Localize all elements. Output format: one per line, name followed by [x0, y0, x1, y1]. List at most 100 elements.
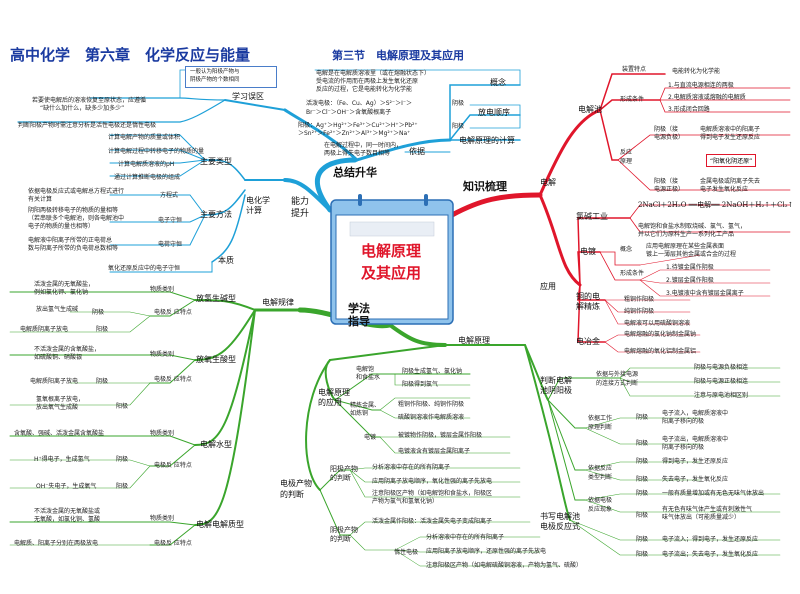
power-label-line2: 的连接方式判断: [596, 380, 639, 387]
law-group-2-kind-label: 物质类别: [150, 430, 175, 437]
brine-label-line2: 和食盐水: [356, 374, 381, 381]
calc-basis-title[interactable]: 电解原理的计算: [459, 136, 515, 145]
misconception-box: 一般认为阳极产物与 阴极产物的个数相同: [185, 66, 277, 88]
cathode-prod-line1: 阴极产物: [330, 526, 358, 534]
cathode-text-1: 电解质溶液中的阳离子: [700, 126, 761, 133]
change-anode-tag: 阳极: [636, 476, 649, 483]
reaction-label-line2: 原理: [620, 158, 633, 165]
method-electron-line3: 电子的物质的量也相等）: [28, 223, 95, 230]
law-label[interactable]: 电解规律: [262, 298, 294, 307]
cell-label[interactable]: 电解池: [578, 105, 602, 114]
title-block: 高中化学 第六章 化学反应与能量 第三节 电解原理及其应用: [10, 44, 470, 72]
anode-label-2: 电源正极）: [654, 186, 685, 193]
pheno-anode-1: 有无色有味气体产生或有刺激性气: [662, 506, 753, 513]
hub-method-line2: 指导: [348, 315, 370, 328]
concept-label[interactable]: 概念: [490, 78, 506, 87]
law-group-1-cathode: 电解质阳离子放电: [30, 378, 79, 385]
principle-app-label[interactable]: 电解原理 的应用: [318, 388, 350, 408]
inert-label: 惰性电极: [394, 549, 419, 556]
copper-label-line1: 铜的电: [576, 292, 600, 301]
law-group-1-feat: 电极反 应特点: [154, 376, 192, 383]
type-item-1: 计算电解过程中转移电子的物质的量: [108, 148, 205, 155]
plating-concept-2: 镀上一薄层其他金属或合金的过程: [646, 251, 737, 258]
ion-label-line2: 原理判断: [588, 424, 613, 431]
pheno-label-line1: 依据电极: [588, 497, 613, 504]
metallurgy-item-1: 电解熔融的氧化铝制金属铝: [624, 348, 697, 355]
plating-formation-1: 2.镀层金属作阳极: [666, 277, 714, 284]
principle-label[interactable]: 电解原理: [458, 336, 490, 345]
concept-line1: 电解是在电解质溶液里（或在熔融状态下）: [316, 70, 431, 77]
law-group-3-name[interactable]: 电解电解质型: [196, 520, 244, 529]
pheno-cathode: 一般有质量增加或有无色无味气体放出: [662, 490, 765, 497]
center-title-line1: 电解原理: [360, 242, 421, 260]
law-group-2-anode-tag: 阳极: [116, 483, 129, 490]
anode-text-2: 电子发生氧化反应: [700, 186, 749, 193]
type-item-0: 计算电解产物的质量或体积: [108, 134, 181, 141]
brine-item-1: 阳极得到氯气: [402, 381, 439, 388]
discharge-label[interactable]: 放电顺序: [478, 108, 510, 117]
methods-label[interactable]: 主要方法: [200, 210, 232, 219]
law-group-2-name[interactable]: 电解水型: [200, 440, 232, 449]
principle-plating-1: 电镀液含有镀层金属阳离子: [398, 448, 471, 455]
application-label[interactable]: 应用: [540, 282, 556, 291]
misconception-note1-line2: “缺什么加什么，缺多少加多少”: [40, 105, 125, 112]
copper-label[interactable]: 铜的电 解精炼: [576, 292, 600, 312]
hub-knowledge[interactable]: 知识梳理: [463, 180, 507, 193]
center-title: 电解原理 及其应用: [329, 240, 453, 284]
hub-summary[interactable]: 总结升华: [333, 166, 377, 179]
product-label[interactable]: 电极产物 的判断: [280, 478, 312, 500]
judge-label[interactable]: 判断电解 池阴阳极: [540, 376, 572, 396]
refine-label-line2: 如炼铜: [350, 410, 369, 417]
ability-label[interactable]: 能力 提升: [291, 196, 309, 220]
center-node[interactable]: 电解原理 及其应用: [329, 196, 453, 324]
change-label: 依据反应 类型判断: [588, 464, 612, 482]
electrolysis-label[interactable]: 电解: [540, 178, 556, 187]
anode-prod-item-2b: 产物为氯气和氢氧化钠）: [372, 498, 439, 505]
method-equation-line1: 依据电极反应式或电解总方程式进行: [28, 188, 125, 195]
device-text: 电能转化为化学能: [672, 68, 721, 75]
method-electron-line1: 阴阳两极转移电子的物质的量相等: [28, 207, 119, 214]
device-label: 装置特点: [622, 66, 647, 73]
copper-item-0: 粗铜作阳极: [624, 296, 655, 303]
write-label-line1: 书写电解池: [540, 512, 580, 521]
write-label[interactable]: 书写电解池 电极反应式: [540, 512, 580, 532]
summary-branch-lines: [17, 69, 521, 273]
plating-formation-label: 形成条件: [620, 270, 645, 277]
chlor-equation: 2NaCl＋2H₂O ══电解══ 2NaOH＋H₂↑＋Cl₂↑: [638, 201, 794, 209]
anode-prod-label: 阳极产物 的判断: [330, 465, 358, 483]
law-group-0-name[interactable]: 放氢生碱型: [196, 294, 236, 303]
reaction-label: 反应 原理: [620, 148, 632, 166]
law-group-3-text: 电解质、阳离子分别在两极放电: [14, 540, 99, 547]
metallurgy-item-0: 电解熔融的氯化钠制金属钠: [624, 331, 697, 338]
power-label-line1: 依据与外接电源: [596, 371, 639, 378]
method-branch-lines: [9, 291, 781, 567]
refine-label: 精炼金属、 如炼铜: [350, 402, 380, 418]
power-item-0: 阴极与电源负极相连: [694, 364, 749, 371]
law-group-2-cathode: H⁺得电子，生成氢气: [34, 456, 90, 463]
essence-label[interactable]: 本质: [218, 256, 234, 265]
power-label: 依据与外接电源 的连接方式判断: [596, 370, 638, 388]
chlor-label[interactable]: 氯碱工业: [576, 212, 608, 221]
pheno-label: 依据电极 反应现象: [588, 496, 612, 514]
law-group-3-kind-1: 不活泼金属的无氧酸盐或: [34, 508, 101, 515]
misconception-label[interactable]: 学习误区: [232, 92, 264, 101]
ion-label-line1: 依据工作: [588, 415, 613, 422]
metallurgy-label[interactable]: 电冶金: [576, 337, 600, 346]
plating-label[interactable]: 电镀: [580, 247, 596, 256]
law-group-0-kind-label: 物质类别: [150, 286, 175, 293]
types-label[interactable]: 主要类型: [200, 157, 232, 166]
pheno-cathode-tag: 阴极: [636, 490, 649, 497]
pheno-label-line2: 反应现象: [588, 506, 613, 513]
calc-label[interactable]: 电化学 计算: [246, 196, 270, 216]
concept-line3: 反应的过程，它是电能转化为化学能: [316, 86, 413, 93]
hub-method[interactable]: 学法 指导: [348, 302, 370, 328]
main-title: 高中化学 第六章 化学反应与能量: [10, 46, 251, 64]
calc-basis-line2: 两极上得失电子数目相等: [324, 150, 391, 157]
brine-label-line1: 电解饱: [356, 366, 375, 373]
method-electron-line2: （若串联多个电解池，则各电解池中: [28, 215, 125, 222]
law-group-1-name[interactable]: 放氧生酸型: [196, 355, 236, 364]
hub-method-line1: 学法: [348, 302, 370, 315]
ion-cathode-tag: 阴极: [636, 414, 649, 421]
misconception-box-line1: 一般认为阳极产物与: [190, 69, 240, 75]
